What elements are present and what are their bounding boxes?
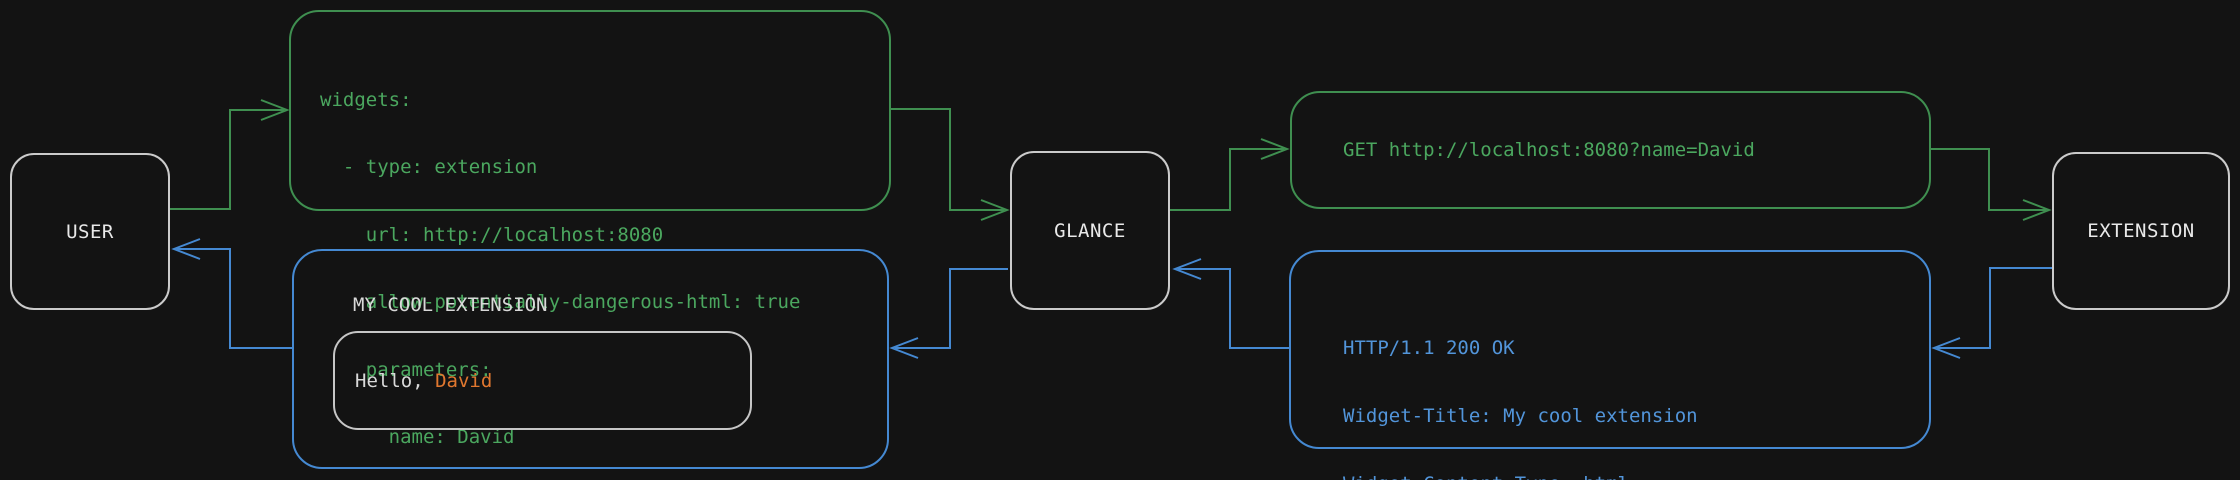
arrow-extension-to-response [1937, 267, 2052, 349]
widget-title: MY COOL EXTENSION [353, 294, 548, 316]
node-user-label: USER [66, 220, 114, 243]
config-line: widgets: [320, 89, 412, 111]
http-response-code: HTTP/1.1 200 OK Widget-Title: My cool ex… [1343, 292, 1881, 480]
response-line: Widget-Content-Type: html [1343, 472, 1881, 480]
node-user: USER [10, 153, 170, 310]
arrow-glance-to-widget [895, 268, 1008, 349]
config-line: allow-potentially-dangerous-html: true [320, 291, 801, 314]
response-line: HTTP/1.1 200 OK [1343, 337, 1515, 359]
arrow-config-to-glance [891, 108, 1004, 211]
config-yaml-box: widgets: - type: extension url: http://l… [289, 10, 891, 448]
widget-content-box: Hello, David [333, 331, 752, 430]
arrow-response-to-glance [1178, 268, 1289, 349]
config-yaml-code: widgets: - type: extension url: http://l… [320, 45, 800, 480]
config-line: - type: extension [320, 156, 538, 179]
node-glance: GLANCE [1010, 151, 1170, 310]
arrowhead-extension-to-response [1931, 337, 1961, 359]
widget-preview-box: MY COOL EXTENSION Hello, David [292, 249, 889, 469]
greeting-name: David [435, 369, 493, 392]
node-glance-label: GLANCE [1054, 219, 1126, 242]
arrowhead-glance-to-widget [889, 337, 919, 359]
arrowhead-response-to-glance [1172, 258, 1202, 280]
arrow-request-to-extension [1931, 148, 2046, 211]
arrowhead-glance-to-request [1260, 138, 1290, 160]
arrow-widget-to-user [177, 248, 292, 349]
greeting-prefix: Hello, [355, 369, 436, 392]
http-response-box: HTTP/1.1 200 OK Widget-Title: My cool ex… [1289, 250, 1931, 480]
response-flow-arrows [171, 238, 2052, 359]
http-request-box: GET http://localhost:8080?name=David [1290, 91, 1931, 209]
arrow-glance-to-request [1170, 148, 1284, 211]
http-request-text: GET http://localhost:8080?name=David [1343, 139, 1755, 161]
arrowhead-request-to-extension [2022, 199, 2052, 221]
response-line: Widget-Title: My cool extension [1343, 405, 1698, 427]
request-flow-arrows [170, 99, 2052, 221]
config-line: name: David [320, 425, 515, 448]
config-line: parameters: [320, 358, 492, 381]
arrowhead-widget-to-user [171, 238, 201, 260]
arrow-user-to-config [170, 109, 284, 210]
node-extension: EXTENSION [2052, 152, 2230, 310]
arrowhead-user-to-config [260, 99, 290, 121]
arrowhead-config-to-glance [980, 199, 1010, 221]
node-extension-label: EXTENSION [2087, 220, 2195, 242]
config-line: url: http://localhost:8080 [320, 223, 664, 246]
